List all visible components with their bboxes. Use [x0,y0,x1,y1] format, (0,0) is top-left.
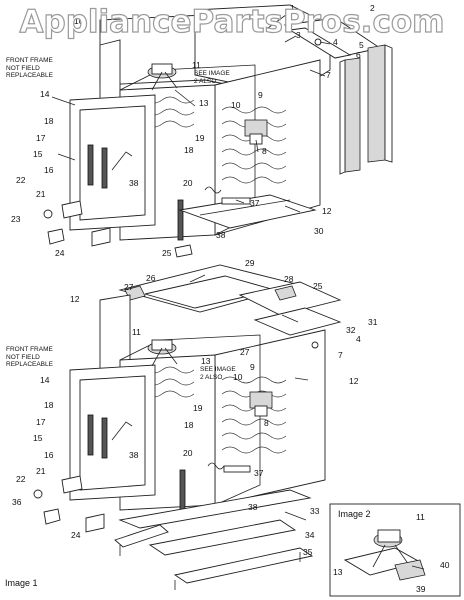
callout-25: 25 [162,248,172,258]
callout-40: 40 [440,560,450,570]
base-rail-33 [118,489,312,529]
callout-18: 18 [44,116,54,126]
callout-19: 19 [193,403,203,413]
callout-7: 7 [326,70,331,80]
callout-3: 3 [296,30,301,40]
callout-22: 22 [16,175,26,185]
see-image-note-upper: SEE IMAGE 2 ALSO [194,70,230,85]
callout-9: 9 [250,362,255,372]
callout-17: 17 [36,417,46,427]
callout-8: 8 [264,418,269,428]
front-frame-note-upper: FRONT FRAME NOT FIELD REPLACEABLE [6,57,53,79]
callout-11: 11 [132,327,141,337]
see-image-note-lower: SEE IMAGE 2 ALSO [200,366,236,381]
callout-26: 26 [146,273,156,283]
callout-15: 15 [33,149,43,159]
callout-22: 22 [16,474,26,484]
callout-31: 31 [368,317,378,327]
callout-labels: 10 1 2 3 4 5 6 7 11 13 14 18 17 15 16 10… [11,3,450,594]
leader-lines [51,11,425,570]
callout-12: 12 [349,376,359,386]
lower-oven-assembly [33,294,326,590]
callout-6: 6 [356,50,361,60]
callout-16: 16 [44,450,54,460]
front-frame-note-lower: FRONT FRAME NOT FIELD REPLACEABLE [6,346,53,368]
callout-23: 23 [11,214,21,224]
callout-25: 25 [313,281,323,291]
callout-10: 10 [231,100,241,110]
side-trim-5 [344,57,361,173]
callout-28: 28 [284,274,294,284]
callout-5: 5 [359,40,364,50]
side-trim-6 [367,44,386,163]
callout-13: 13 [333,567,343,577]
callout-20: 20 [183,448,193,458]
lower-side-panel [214,329,326,506]
callout-34: 34 [305,530,315,540]
callout-38: 38 [248,502,258,512]
callout-13: 13 [201,356,211,366]
callout-27: 27 [240,347,250,357]
image2-inset [329,503,461,597]
callout-21: 21 [36,189,46,199]
callout-4: 4 [333,37,338,47]
callout-8: 8 [262,146,267,156]
callout-30: 30 [314,226,324,236]
callout-32: 32 [346,325,356,335]
base-rail-35 [173,547,314,584]
callout-21: 21 [36,466,46,476]
callout-15: 15 [33,433,43,443]
callout-12: 12 [70,294,80,304]
callout-29: 29 [245,258,255,268]
callout-17: 17 [36,133,46,143]
callout-19: 19 [195,133,205,143]
callout-18: 18 [184,420,194,430]
callout-11: 11 [192,60,201,70]
callout-11: 11 [416,512,425,522]
callout-10: 10 [233,372,243,382]
callout-18: 18 [184,145,194,155]
image2-caption: Image 2 [338,509,371,519]
watermark-logo: AppliancePartsPros.com [19,3,445,40]
callout-33: 33 [310,506,320,516]
callout-2: 2 [370,3,375,13]
callout-16: 16 [44,165,54,175]
callout-4: 4 [356,334,361,344]
callout-38: 38 [129,178,139,188]
callout-7: 7 [338,350,343,360]
lower-control-assembly [147,339,178,367]
callout-39: 39 [416,584,426,594]
callout-1: 1 [290,3,295,13]
callout-37: 37 [254,468,264,478]
callout-24: 24 [71,530,81,540]
callout-38: 38 [216,230,226,240]
callout-13: 13 [199,98,209,108]
callout-27: 27 [124,282,134,292]
callout-38: 38 [129,450,139,460]
callout-37: 37 [250,198,260,208]
callout-24: 24 [55,248,65,258]
callout-36: 36 [12,497,22,507]
callout-14: 14 [40,89,50,99]
callout-18: 18 [44,400,54,410]
base-rail-34 [148,519,297,556]
upper-oven-assembly [43,4,393,258]
upper-control-assembly [147,63,178,91]
image1-caption: Image 1 [5,578,38,588]
callout-10: 10 [74,16,84,26]
callout-9: 9 [258,90,263,100]
callout-14: 14 [40,375,50,385]
callout-12: 12 [322,206,332,216]
callout-35: 35 [303,547,313,557]
callout-20: 20 [183,178,193,188]
